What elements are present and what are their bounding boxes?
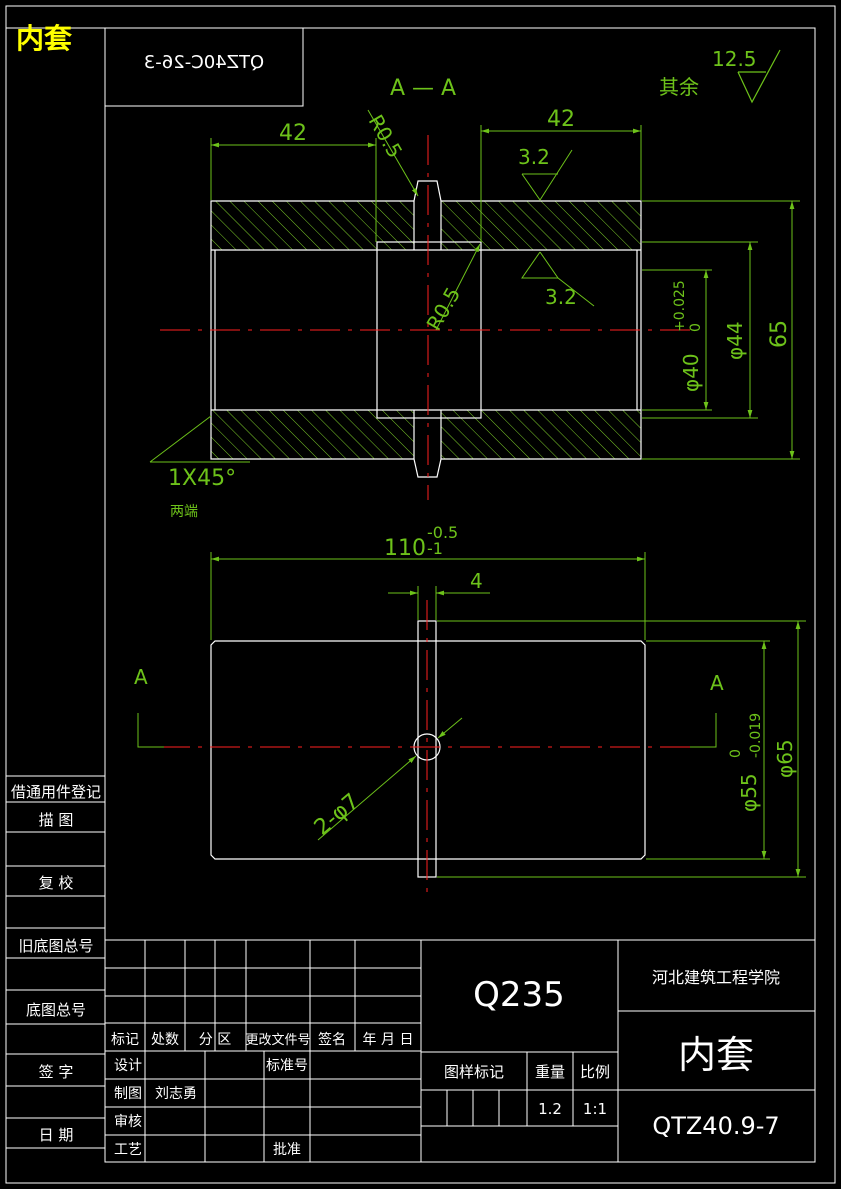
- part-name: 内套: [678, 1033, 754, 1077]
- strip-row-1: 描 图: [39, 811, 74, 829]
- roughness-other-value: 12.5: [712, 47, 757, 71]
- drafter-name: 刘志勇: [155, 1086, 197, 1102]
- rev-header-3: 更改文件号: [245, 1033, 310, 1048]
- chamfer-note: 两端: [170, 504, 198, 520]
- bore-dia-group: φ40 +0.025 0: [672, 280, 704, 392]
- hdr-weight: 重量: [535, 1063, 565, 1081]
- bore-tol-upper: +0.025: [672, 280, 688, 332]
- role-draw: 制图: [114, 1086, 142, 1102]
- roughness-top: 3.2: [518, 145, 550, 169]
- slot-width: 4: [470, 569, 483, 593]
- hdr-scale: 比例: [580, 1063, 610, 1081]
- mirrored-stamp: QTZ40C-26-3: [144, 52, 264, 73]
- length-tol-upper: -0.5: [427, 523, 458, 542]
- rev-header-0: 标记: [111, 1032, 139, 1048]
- section-view: [160, 135, 690, 500]
- rev-header-2: 分 区: [199, 1032, 231, 1048]
- length-dim: 110: [384, 536, 426, 561]
- role-design: 设计: [114, 1058, 142, 1074]
- strip-row-4: 底图总号: [26, 1001, 86, 1019]
- section-dimensions: [149, 109, 800, 463]
- role-approve: 批准: [273, 1142, 301, 1158]
- section-mark-right: A: [710, 671, 724, 695]
- front-view: [160, 600, 690, 900]
- radius-top: R0.5: [364, 111, 408, 163]
- role-std: 标准号: [266, 1058, 308, 1074]
- strip-row-0: 借通用件登记: [11, 783, 101, 801]
- front-dimensions: [137, 552, 806, 878]
- roughness-bottom: 3.2: [545, 285, 577, 309]
- dim-left-length: 42: [279, 121, 307, 146]
- length-dim-group: 110 -0.5 -1: [384, 523, 458, 561]
- strip-row-5: 签 字: [39, 1063, 74, 1081]
- outer-dia: 65: [767, 320, 792, 348]
- role-check: 审核: [114, 1114, 142, 1130]
- dim-right-length: 42: [547, 107, 575, 132]
- left-strip-labels: 借通用件登记 描 图 复 校 旧底图总号 底图总号 签 字 日 期: [11, 783, 101, 1144]
- flange-dia: φ65: [773, 739, 797, 778]
- section-title: A — A: [390, 76, 456, 101]
- weight: 1.2: [538, 1100, 562, 1118]
- step-dia: φ44: [723, 321, 747, 360]
- role-process: 工艺: [114, 1142, 142, 1158]
- rev-header-1: 处数: [151, 1032, 179, 1048]
- bore-dia: φ40: [679, 353, 703, 392]
- front-outer-dia: φ55: [737, 773, 761, 812]
- drawing-no: QTZ40.9-7: [652, 1112, 779, 1140]
- length-tol-lower: -1: [427, 539, 443, 558]
- bore-tol-lower: 0: [688, 323, 704, 332]
- scale: 1:1: [583, 1100, 607, 1118]
- rev-header-5: 年 月 日: [363, 1032, 414, 1048]
- left-strip-grid: [6, 801, 105, 1149]
- drawing-frame: [5, 5, 836, 1184]
- section-mark-left: A: [134, 665, 148, 689]
- corner-title: 内套: [16, 22, 73, 55]
- strip-row-2: 复 校: [39, 874, 74, 892]
- outer-dia-group: φ55 0 -0.019: [728, 713, 764, 812]
- material: Q235: [473, 975, 565, 1015]
- chamfer: 1X45°: [168, 466, 236, 491]
- rev-headers: 标记 处数 分 区 更改文件号 签名 年 月 日: [111, 1031, 413, 1048]
- title-block-grid: [105, 939, 815, 1162]
- roughness-other-label: 其余: [659, 75, 699, 99]
- institute: 河北建筑工程学院: [652, 968, 780, 987]
- front-outer-tol-lower: -0.019: [748, 713, 764, 758]
- hdr-mark: 图样标记: [444, 1063, 504, 1081]
- rev-header-4: 签名: [318, 1031, 346, 1048]
- strip-row-3: 旧底图总号: [18, 937, 93, 955]
- strip-row-6: 日 期: [39, 1126, 74, 1144]
- front-outer-tol-upper: 0: [728, 749, 744, 758]
- hole-dim: 2-φ7: [310, 789, 365, 841]
- mirrored-stamp-text: QTZ40C-26-3: [144, 52, 264, 73]
- roughness-other-symbol: [737, 49, 781, 104]
